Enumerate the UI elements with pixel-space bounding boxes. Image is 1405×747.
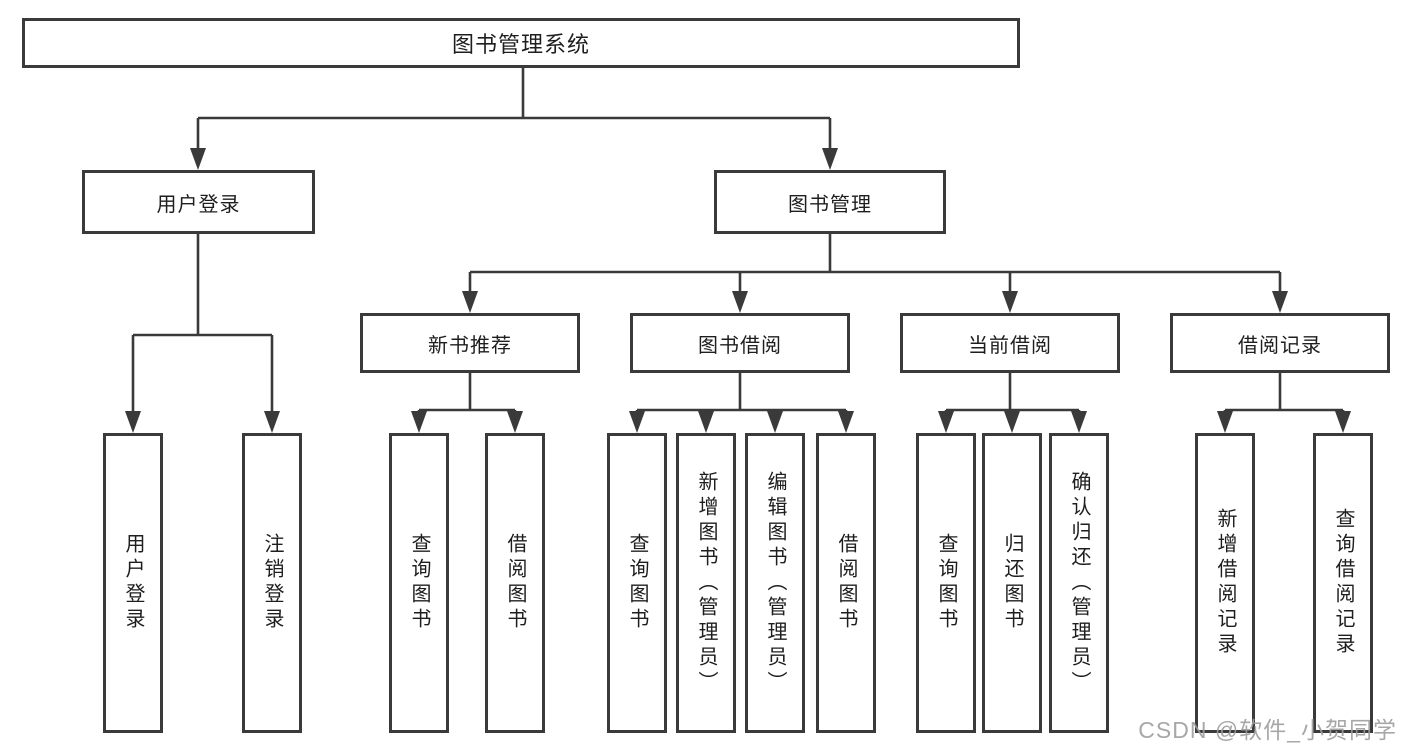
- node-label: 借阅图书: [835, 533, 857, 633]
- node-label: 用户登录: [156, 193, 241, 216]
- node-label: 新书推荐: [428, 334, 512, 357]
- node-label: 图书管理: [788, 193, 872, 216]
- node-book-borrow: 图书借阅: [630, 313, 850, 373]
- leaf-borrow-book-2: 借阅图书: [816, 433, 876, 733]
- leaf-logout: 注销登录: [242, 433, 302, 733]
- connector-book-borrow-branch: [629, 373, 854, 433]
- node-book-management: 图书管理: [714, 170, 946, 234]
- connector-book-mgmt-to-level3: [462, 234, 1288, 313]
- node-user-login: 用户登录: [82, 170, 315, 234]
- connector-root-to-level2: [190, 68, 838, 170]
- leaf-borrow-book-1: 借阅图书: [485, 433, 545, 733]
- node-label: 借阅图书: [504, 533, 526, 633]
- node-label: 查询图书: [408, 533, 430, 633]
- node-label: 归还图书: [1001, 533, 1023, 633]
- node-label: 查询图书: [935, 533, 957, 633]
- leaf-query-book-1: 查询图书: [389, 433, 449, 733]
- node-current-borrow: 当前借阅: [900, 313, 1120, 373]
- leaf-edit-book-admin: 编辑图书（管理员）: [745, 433, 805, 733]
- node-library-system: 图书管理系统: [22, 18, 1020, 68]
- node-borrow-record: 借阅记录: [1170, 313, 1390, 373]
- leaf-query-book-3: 查询图书: [916, 433, 976, 733]
- leaf-query-book-2: 查询图书: [607, 433, 667, 733]
- node-label: 借阅记录: [1238, 334, 1322, 357]
- csdn-watermark: CSDN @软件_小贺同学: [1138, 717, 1397, 743]
- node-label: 确认归还（管理员）: [1068, 470, 1090, 696]
- connector-new-book-branch: [411, 373, 523, 433]
- node-label: 注销登录: [261, 533, 283, 633]
- leaf-confirm-return-admin: 确认归还（管理员）: [1049, 433, 1109, 733]
- node-label: 新增借阅记录: [1214, 508, 1236, 658]
- node-label: 编辑图书（管理员）: [764, 470, 786, 696]
- node-label: 图书管理系统: [451, 32, 590, 57]
- connector-borrow-record-branch: [1217, 373, 1351, 433]
- node-label: 查询借阅记录: [1332, 508, 1354, 658]
- connector-user-login-branch: [125, 234, 280, 433]
- leaf-return-book: 归还图书: [982, 433, 1042, 733]
- leaf-query-borrow-record: 查询借阅记录: [1313, 433, 1373, 733]
- leaf-user-login: 用户登录: [103, 433, 163, 733]
- node-label: 新增图书（管理员）: [695, 470, 717, 696]
- leaf-add-book-admin: 新增图书（管理员）: [676, 433, 736, 733]
- node-label: 用户登录: [122, 533, 144, 633]
- node-new-book-recommend: 新书推荐: [360, 313, 580, 373]
- node-label: 当前借阅: [968, 334, 1052, 357]
- leaf-add-borrow-record: 新增借阅记录: [1195, 433, 1255, 733]
- connector-current-borrow-branch: [938, 373, 1087, 433]
- node-label: 图书借阅: [698, 334, 782, 357]
- node-label: 查询图书: [626, 533, 648, 633]
